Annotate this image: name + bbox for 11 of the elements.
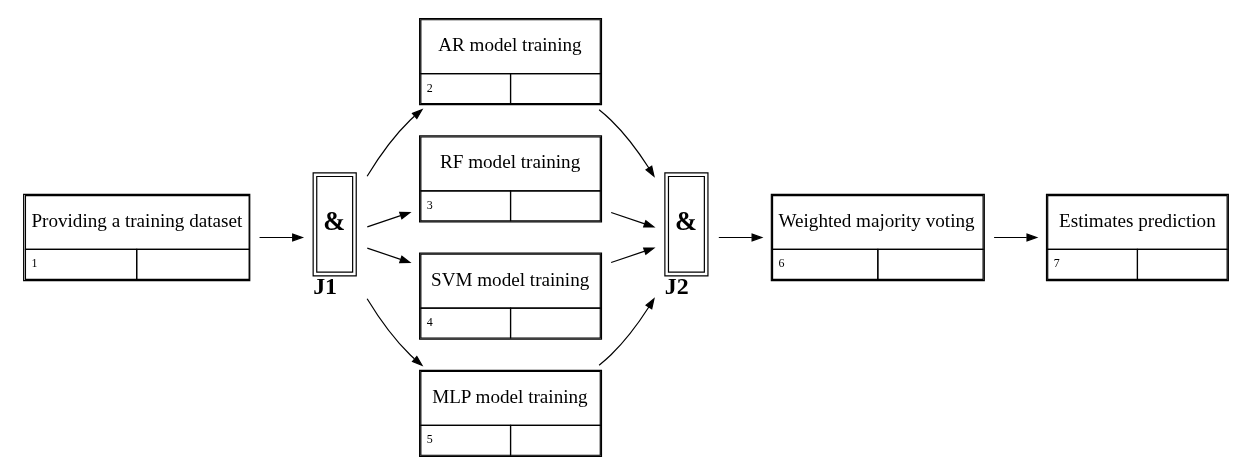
arrow xyxy=(366,247,412,263)
arrow xyxy=(258,232,305,242)
arrow xyxy=(610,211,656,228)
arrow xyxy=(610,246,656,263)
arrow xyxy=(598,296,655,366)
arrow xyxy=(993,232,1039,242)
arrow xyxy=(366,211,412,227)
arrow xyxy=(366,297,424,366)
arrow xyxy=(718,232,764,242)
arrow xyxy=(366,108,424,177)
arrow xyxy=(598,108,655,178)
